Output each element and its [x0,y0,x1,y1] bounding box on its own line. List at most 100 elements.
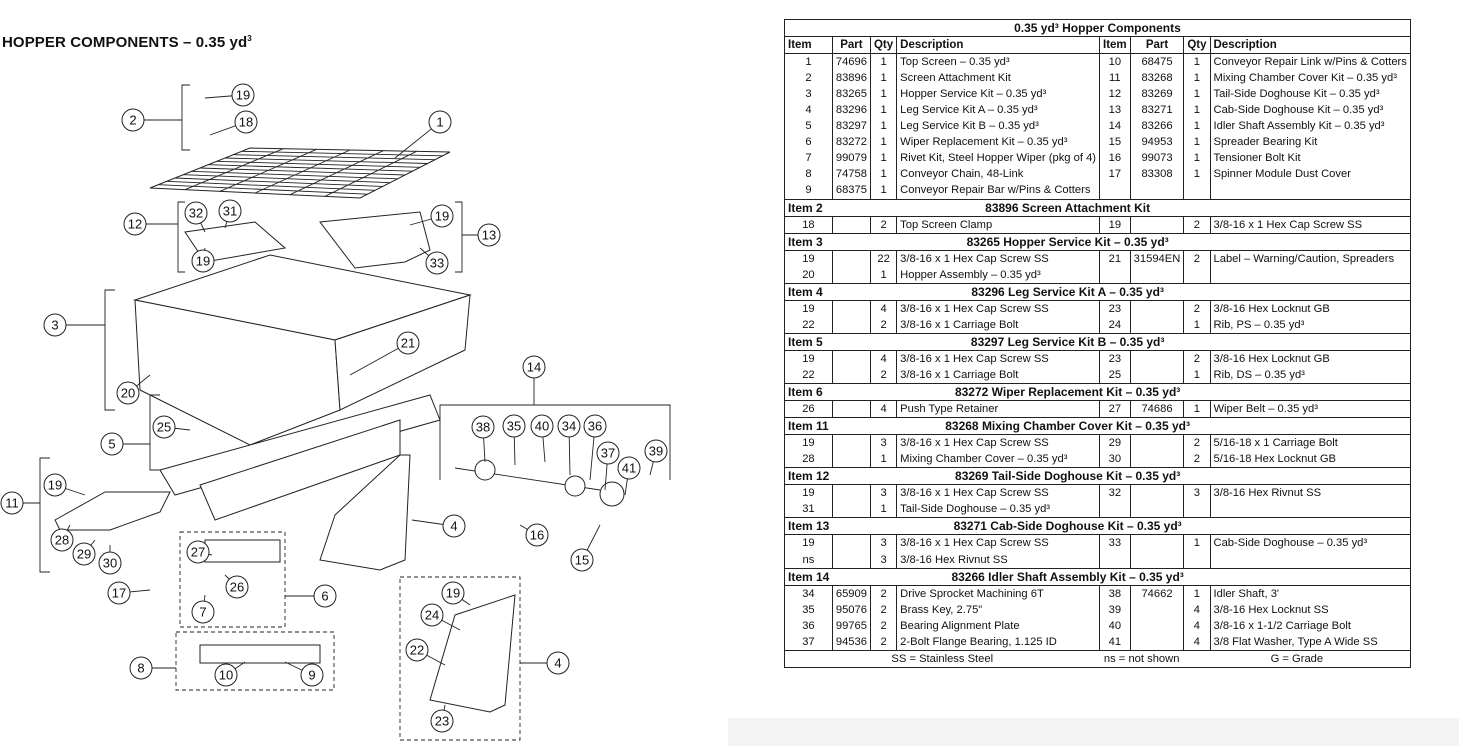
table-cell: 31 [784,501,833,518]
table-cell: 1 [1183,86,1211,103]
table-cell: Mixing Chamber Cover – 0.35 yd³ [896,451,1101,468]
callout-label: 19 [236,88,250,103]
callout-3: 3 [43,313,67,337]
table-cell: 4 [1183,633,1211,651]
table-cell [831,350,871,367]
table-cell: 28 [784,451,833,468]
callout-label: 21 [401,336,415,351]
callout-40: 40 [530,414,554,438]
callout-30: 30 [98,551,122,575]
table-cell: 83265 [831,86,871,103]
table-cell: 40 [1099,617,1131,634]
section-title: 83272 Wiper Replacement Kit – 0.35 yd³ [832,383,1411,402]
table-cell: 25 [1099,366,1131,384]
callout-label: 33 [430,256,444,271]
table-cell [831,434,871,452]
table-cell: 26 [784,400,833,418]
table-cell: 83272 [831,134,871,151]
callout-1: 1 [428,110,452,134]
callout-8: 8 [129,656,153,680]
leg-lower [429,594,516,713]
cab-side-doghouse [319,211,431,269]
table-cell [831,316,871,334]
table-cell: 5/16-18 x 1 Carriage Bolt [1209,434,1411,452]
table-cell: 1 [1183,102,1211,119]
callout-41: 41 [617,456,641,480]
table-cell: 15 [1099,134,1131,151]
section-title: 83271 Cab-Side Doghouse Kit – 0.35 yd³ [832,517,1411,536]
callout-34: 34 [557,414,581,438]
column-header: Qty [869,36,898,55]
table-cell: 4 [784,102,833,119]
table-cell: 3 [784,86,833,103]
table-cell: 1 [869,102,898,119]
table-cell: 1 [869,134,898,151]
callout-label: 11 [5,496,19,511]
column-header: Part [831,36,871,55]
table-cell: 2 [784,70,833,87]
callout-label: 4 [554,656,561,671]
callout-19: 19 [430,204,454,228]
section-item: Item 6 [784,383,833,402]
callout-label: 19 [48,478,62,493]
table-cell: 29 [1099,434,1131,452]
section-title: 83268 Mixing Chamber Cover Kit – 0.35 yd… [832,417,1411,436]
callout-label: 19 [196,254,210,269]
table-cell: Drive Sprocket Machining 6T [896,585,1101,602]
table-cell: Cab-Side Doghouse Kit – 0.35 yd³ [1209,102,1411,119]
footer-note: G = Grade [1183,649,1411,668]
table-cell: 68375 [831,182,871,200]
table-cell: 22 [784,366,833,384]
table-cell: 4 [869,400,898,418]
table-cell [1209,551,1411,569]
table-cell: Label – Warning/Caution, Spreaders [1209,250,1411,267]
table-cell: 1 [1183,118,1211,135]
callout-38: 38 [471,415,495,439]
table-cell: Tail-Side Doghouse – 0.35 yd³ [896,501,1101,518]
table-cell: 2 [1183,300,1211,317]
table-cell: 3/8-16 x 1 Carriage Bolt [896,366,1101,384]
table-cell: Idler Shaft Assembly Kit – 0.35 yd³ [1209,118,1411,135]
table-cell: 1 [1183,53,1211,71]
table-cell: Conveyor Repair Bar w/Pins & Cotters [896,182,1101,200]
table-cell: 83308 [1129,166,1185,183]
table-cell: 1 [869,451,898,468]
callout-29: 29 [72,542,96,566]
table-cell: 2 [869,617,898,634]
callout-label: 14 [527,360,541,375]
callout-label: 12 [128,217,142,232]
callout-23: 23 [430,709,454,733]
table-cell: 74686 [1129,400,1185,418]
table-cell: 38 [1099,585,1131,602]
section-title: 83297 Leg Service Kit B – 0.35 yd³ [832,332,1411,351]
table-cell: 83269 [1129,86,1185,103]
table-cell: ns [784,551,833,569]
callout-9: 9 [300,663,324,687]
table-cell: Spinner Module Dust Cover [1209,166,1411,183]
callout-label: 39 [649,444,663,459]
wiper-kit-box [179,531,286,628]
table-cell: 99079 [831,150,871,167]
table-cell [1129,534,1185,552]
section-title: 83266 Idler Shaft Assembly Kit – 0.35 yd… [832,567,1411,586]
table-cell: Wiper Belt – 0.35 yd³ [1209,400,1411,418]
table-cell: 13 [1099,102,1131,119]
table-cell: 22 [869,250,898,267]
table-cell: Rivet Kit, Steel Hopper Wiper (pkg of 4) [896,150,1101,167]
callout-19: 19 [43,473,67,497]
table-cell: 2 [869,216,898,234]
table-cell: Hopper Service Kit – 0.35 yd³ [896,86,1101,103]
table-cell: 3 [869,434,898,452]
table-cell: 3 [1183,484,1211,502]
table-cell: 23 [1099,300,1131,317]
callout-label: 6 [321,589,328,604]
callout-19: 19 [441,581,465,605]
